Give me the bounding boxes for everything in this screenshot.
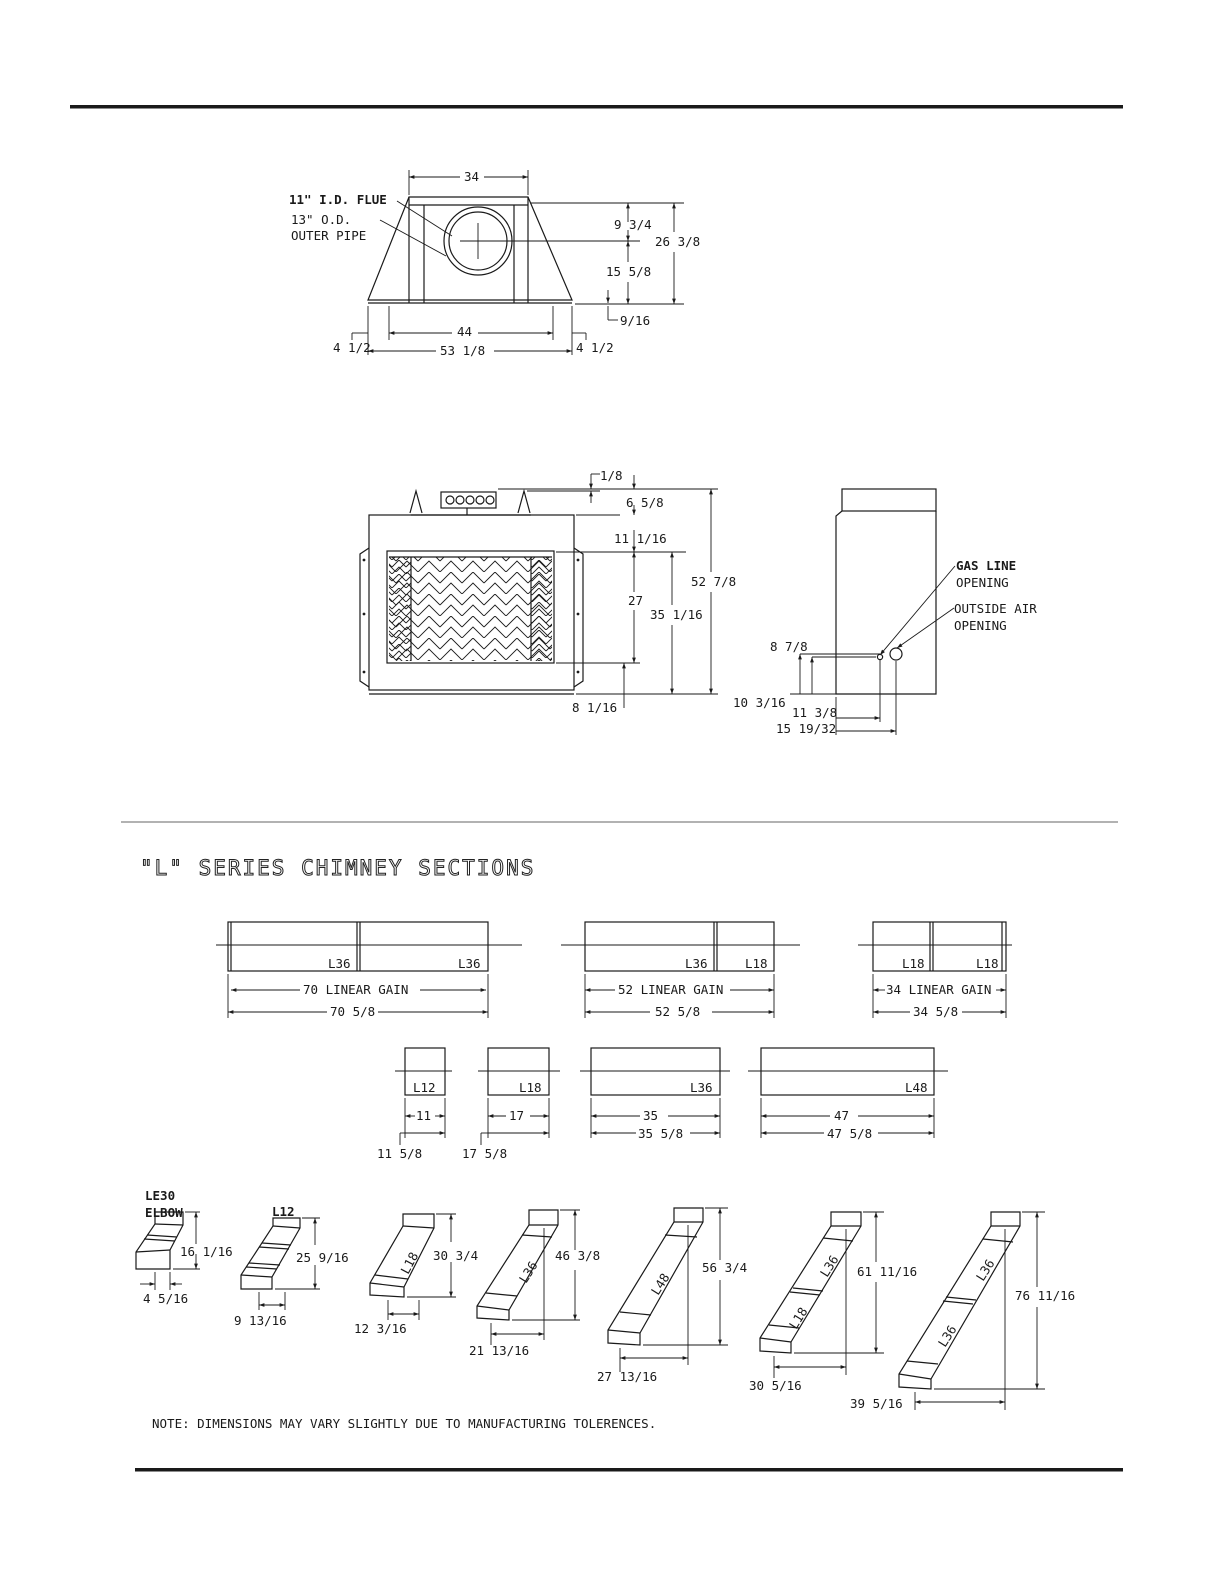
dim-15-19-32: 15 19/32 (776, 721, 836, 736)
elbow-7-height: 76 11/16 (1015, 1288, 1075, 1303)
single-l36-overall: 35 5/8 (638, 1126, 683, 1141)
dim-35-1-16: 35 1/16 (650, 607, 703, 622)
elbow-le30: LE30 ELBOW 16 1/16 4 5/16 (135, 1188, 233, 1306)
elbow-l18-offset: 12 3/16 (354, 1321, 407, 1336)
elbow-l18-height: 30 3/4 (433, 1248, 478, 1263)
manufacturing-note: NOTE: DIMENSIONS MAY VARY SLIGHTLY DUE T… (152, 1416, 656, 1431)
single-l18-overall: 17 5/8 (462, 1146, 507, 1161)
outer-pipe-label-1: 13" O.D. (291, 212, 351, 227)
elbow-le30-height: 16 1/16 (180, 1244, 233, 1259)
outside-air-label-2: OPENING (954, 618, 1007, 633)
assembly-2-label-1: L36 (685, 956, 708, 971)
elbow-l48: L48 56 3/4 27 13/16 (597, 1207, 747, 1384)
elbow-l48-label: L48 (648, 1270, 673, 1297)
assembly-3-overall: 34 5/8 (913, 1004, 958, 1019)
outside-air-label-1: OUTSIDE AIR (954, 601, 1037, 616)
dim-4-1-2-right: 4 1/2 (576, 340, 614, 355)
elbow-l36-l36: L36 L36 76 11/16 39 5/16 (850, 1211, 1075, 1411)
assembly-2-label-2: L18 (745, 956, 768, 971)
dim-26-3-8: 26 3/8 (655, 234, 700, 249)
elbow-l12-height: 25 9/16 (296, 1250, 349, 1265)
elbow-6-label-1: L36 (817, 1252, 842, 1279)
elbow-l48-height: 56 3/4 (702, 1260, 747, 1275)
elbow-l12: L12 25 9/16 9 13/16 (234, 1204, 349, 1328)
elbow-l36-l18: L36 L18 61 11/16 30 5/16 (749, 1211, 917, 1393)
single-l18-inner: 17 (509, 1108, 524, 1123)
dim-44: 44 (457, 324, 472, 339)
dim-10-3-16: 10 3/16 (733, 695, 786, 710)
assembly-3-label-1: L18 (902, 956, 925, 971)
elbow-l18: L18 30 3/4 12 3/16 (354, 1213, 478, 1336)
elbow-l36: L36 46 3/8 21 13/16 (469, 1209, 600, 1358)
gas-line-label-1: GAS LINE (956, 558, 1016, 573)
side-view-drawing: GAS LINE OPENING OUTSIDE AIR OPENING 8 7… (733, 488, 1037, 736)
single-l48-inner: 47 (834, 1108, 849, 1123)
single-l36: L36 35 35 5/8 (580, 1047, 730, 1141)
dim-52-7-8: 52 7/8 (691, 574, 736, 589)
elbow-6-offset: 30 5/16 (749, 1378, 802, 1393)
gas-line-label-2: OPENING (956, 575, 1009, 590)
single-l36-inner: 35 (643, 1108, 658, 1123)
front-view-drawing: 1/8 6 5/8 11 1/16 27 35 1/16 52 7/8 8 1/… (359, 468, 736, 715)
elbow-l18-label: L18 (397, 1249, 421, 1276)
single-l12: L12 11 11 5/8 (377, 1047, 452, 1161)
single-l18: L18 17 17 5/8 (462, 1047, 560, 1161)
single-l48-label: L48 (905, 1080, 928, 1095)
outer-pipe-label-2: OUTER PIPE (291, 228, 366, 243)
dim-27: 27 (628, 593, 643, 608)
elbow-l48-offset: 27 13/16 (597, 1369, 657, 1384)
dim-8-7-8: 8 7/8 (770, 639, 808, 654)
single-l12-overall: 11 5/8 (377, 1146, 422, 1161)
elbow-le30-offset: 4 5/16 (143, 1291, 188, 1306)
bottom-rule (135, 1468, 1123, 1472)
assembly-l36-l18: L36 L18 52 LINEAR GAIN 52 5/8 (561, 921, 800, 1019)
elbow-l36-height: 46 3/8 (555, 1248, 600, 1263)
dim-15-5-8: 15 5/8 (606, 264, 651, 279)
elbow-l36-offset: 21 13/16 (469, 1343, 529, 1358)
dim-9-3-4: 9 3/4 (614, 217, 652, 232)
elbow-6-height: 61 11/16 (857, 1264, 917, 1279)
elbow-l12-offset: 9 13/16 (234, 1313, 287, 1328)
elbow-7-offset: 39 5/16 (850, 1396, 903, 1411)
elbow-l12-label: L12 (272, 1204, 295, 1219)
dim-6-5-8: 6 5/8 (626, 495, 664, 510)
chimney-title: "L" SERIES CHIMNEY SECTIONS (140, 856, 535, 880)
assembly-1-overall: 70 5/8 (330, 1004, 375, 1019)
assembly-1-label-2: L36 (458, 956, 481, 971)
assembly-l36-l36: L36 L36 70 LINEAR GAIN 70 5/8 (216, 921, 522, 1019)
single-l36-label: L36 (690, 1080, 713, 1095)
dim-11-1-16: 11 1/16 (614, 531, 667, 546)
single-l48-overall: 47 5/8 (827, 1126, 872, 1141)
dim-34: 34 (464, 169, 479, 184)
elbow-7-label-1: L36 (973, 1256, 998, 1283)
single-l48: L48 47 47 5/8 (748, 1047, 948, 1141)
top-view-drawing: 34 11" I.D. FLUE 13" O.D. OUTER PIPE 9 3… (289, 169, 700, 358)
assembly-1-label-1: L36 (328, 956, 351, 971)
assembly-2-overall: 52 5/8 (655, 1004, 700, 1019)
dim-11-3-8: 11 3/8 (792, 705, 837, 720)
single-l12-inner: 11 (416, 1108, 431, 1123)
flue-label: 11" I.D. FLUE (289, 192, 387, 207)
elbow-7-label-2: L36 (935, 1322, 960, 1349)
assembly-l18-l18: L18 L18 34 LINEAR GAIN 34 5/8 (858, 921, 1012, 1019)
single-l18-label: L18 (519, 1080, 542, 1095)
dim-9-16: 9/16 (620, 313, 650, 328)
assembly-1-gain: 70 LINEAR GAIN (303, 982, 408, 997)
dim-53-1-8: 53 1/8 (440, 343, 485, 358)
top-rule (70, 105, 1123, 109)
assembly-2-gain: 52 LINEAR GAIN (618, 982, 723, 997)
dim-8-1-16: 8 1/16 (572, 700, 617, 715)
assembly-3-gain: 34 LINEAR GAIN (886, 982, 991, 997)
dim-1-8: 1/8 (600, 468, 623, 483)
dim-4-1-2-left: 4 1/2 (333, 340, 371, 355)
single-l12-label: L12 (413, 1080, 436, 1095)
elbow-le30-label-1: LE30 (145, 1188, 175, 1203)
assembly-3-label-2: L18 (976, 956, 999, 971)
